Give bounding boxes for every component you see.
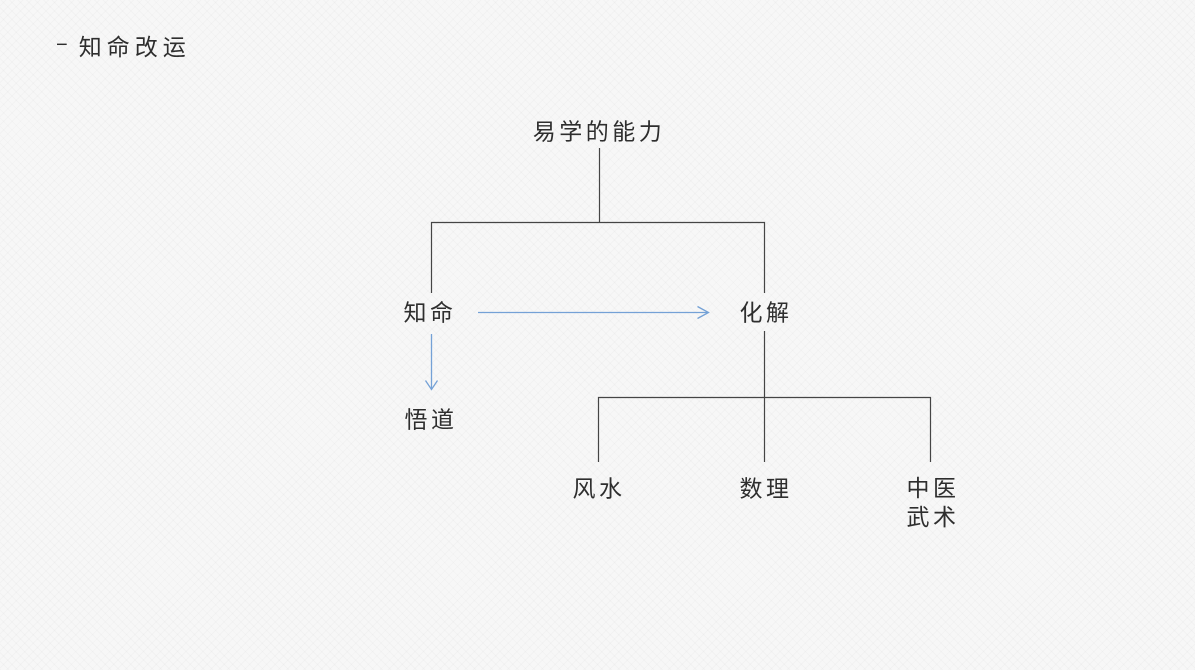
arrow-zhiming-to-wudao[interactable]	[424, 334, 439, 391]
arrow-zhiming-to-huajie[interactable]	[478, 305, 710, 320]
edge-root-elbow	[430, 221, 766, 293]
topic-wushu-line2: 武术	[906, 504, 960, 530]
collapse-minus-icon[interactable]: −	[56, 34, 68, 56]
topic-shuli[interactable]: 数理	[739, 475, 793, 502]
topic-zhongyi-line1: 中医	[906, 475, 960, 501]
topic-zhongyi-wushu[interactable]: 中医 武术	[907, 474, 960, 532]
outline-topic: − 知命改运	[56, 28, 191, 62]
topic-fengshui[interactable]: 风水	[572, 475, 626, 502]
topic-huajie[interactable]: 化解	[739, 299, 793, 326]
root-topic[interactable]: 易学的能力	[532, 118, 666, 145]
tree-connector-lines	[430, 148, 932, 462]
outline-topic-title[interactable]: 知命改运	[78, 34, 191, 60]
topic-wudao[interactable]: 悟道	[404, 406, 458, 433]
topic-zhiming[interactable]: 知命	[403, 299, 457, 326]
